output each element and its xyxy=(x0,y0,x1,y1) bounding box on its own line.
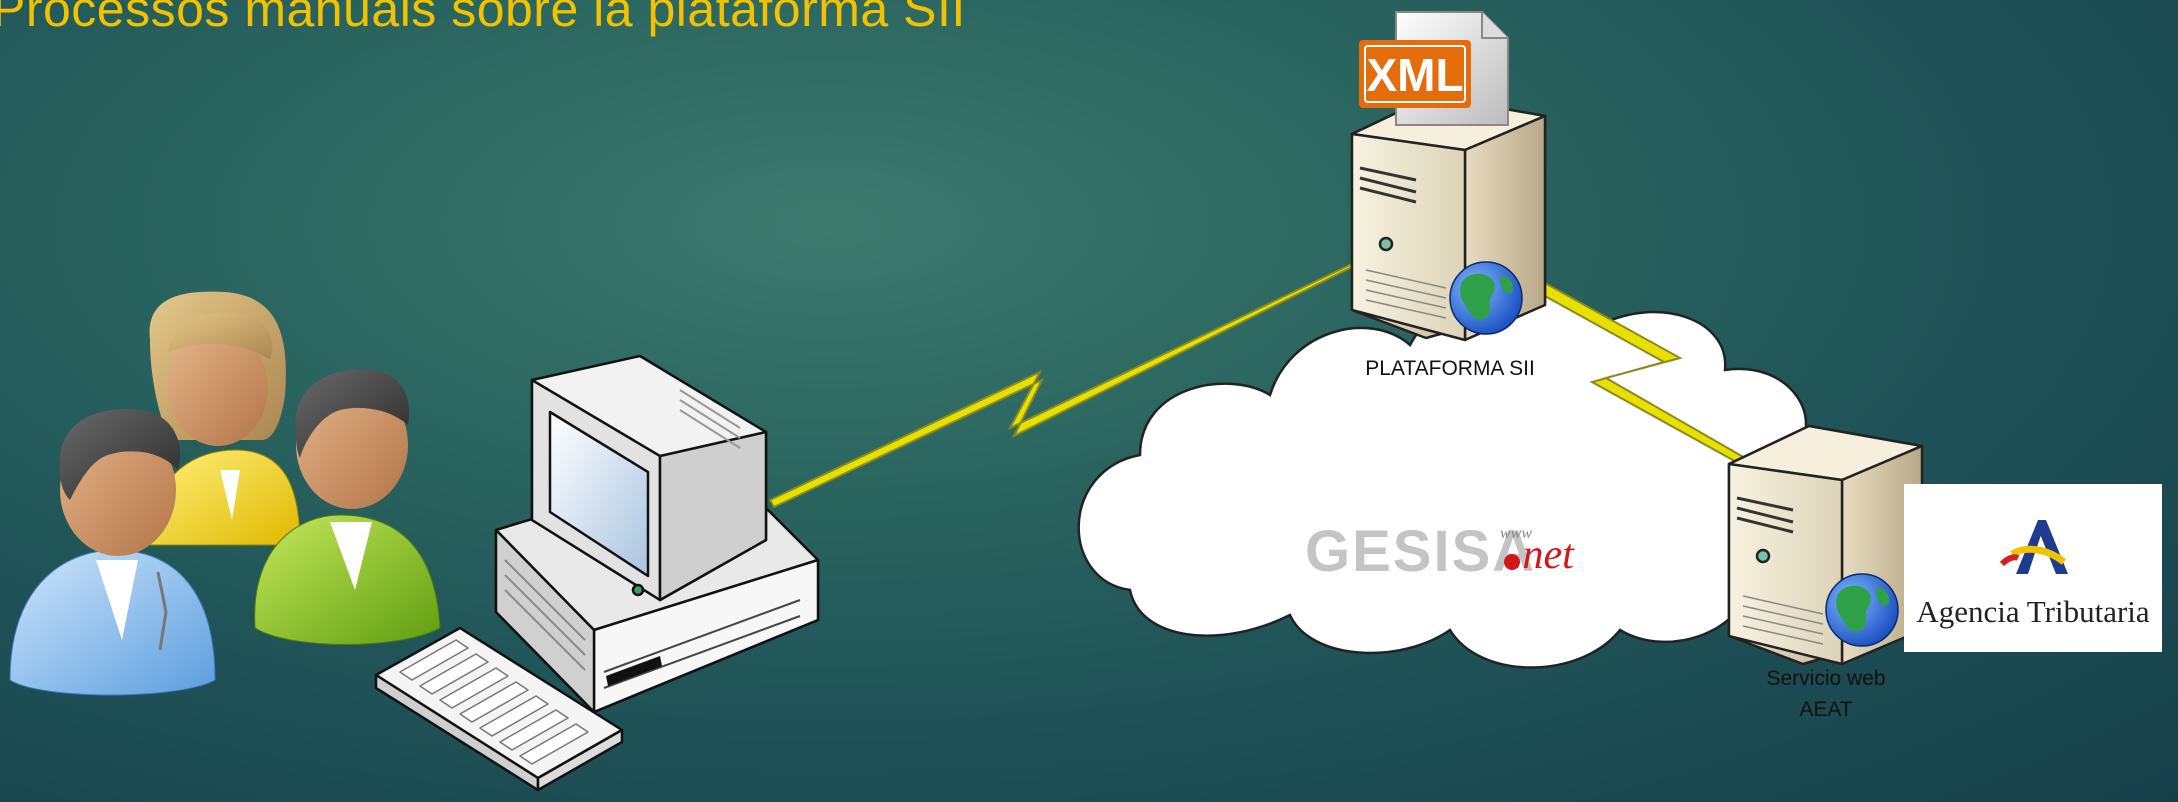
gesisa-logo-name: GESISA xyxy=(1305,519,1536,584)
users-group xyxy=(9,291,441,696)
platform-label: PLATAFORMA SII xyxy=(1365,357,1535,380)
xml-document-icon: XML xyxy=(1359,11,1509,126)
desktop-computer-icon xyxy=(374,354,820,792)
gesisa-logo-domain: .net xyxy=(1512,532,1575,578)
platform-globe-icon xyxy=(1449,261,1523,335)
gesisa-logo: GESISA www .net xyxy=(1305,519,1575,584)
gesisa-logo-dot xyxy=(1504,554,1520,570)
user-man-green xyxy=(254,369,441,645)
slide-title: Processos manuals sobre la plataforma SI… xyxy=(0,0,966,37)
aeat-globe-icon xyxy=(1825,573,1899,647)
cloud-shape xyxy=(1077,284,1813,669)
agencia-tributaria-emblem xyxy=(1999,520,2068,574)
agencia-tributaria-text: Agencia Tributaria xyxy=(1916,594,2150,629)
gesisa-logo-www: www xyxy=(1500,525,1532,542)
webservice-label-line2: AEAT xyxy=(1799,698,1852,721)
agencia-tributaria-logo: Agencia Tributaria xyxy=(1904,484,2162,652)
xml-badge-label: XML xyxy=(1366,49,1463,101)
user-man-blue xyxy=(9,409,216,696)
lightning-link-pc-platform xyxy=(768,259,1361,509)
webservice-label-line1: Servicio web xyxy=(1766,667,1885,690)
keyboard-keys xyxy=(399,639,589,765)
user-woman xyxy=(149,291,301,546)
